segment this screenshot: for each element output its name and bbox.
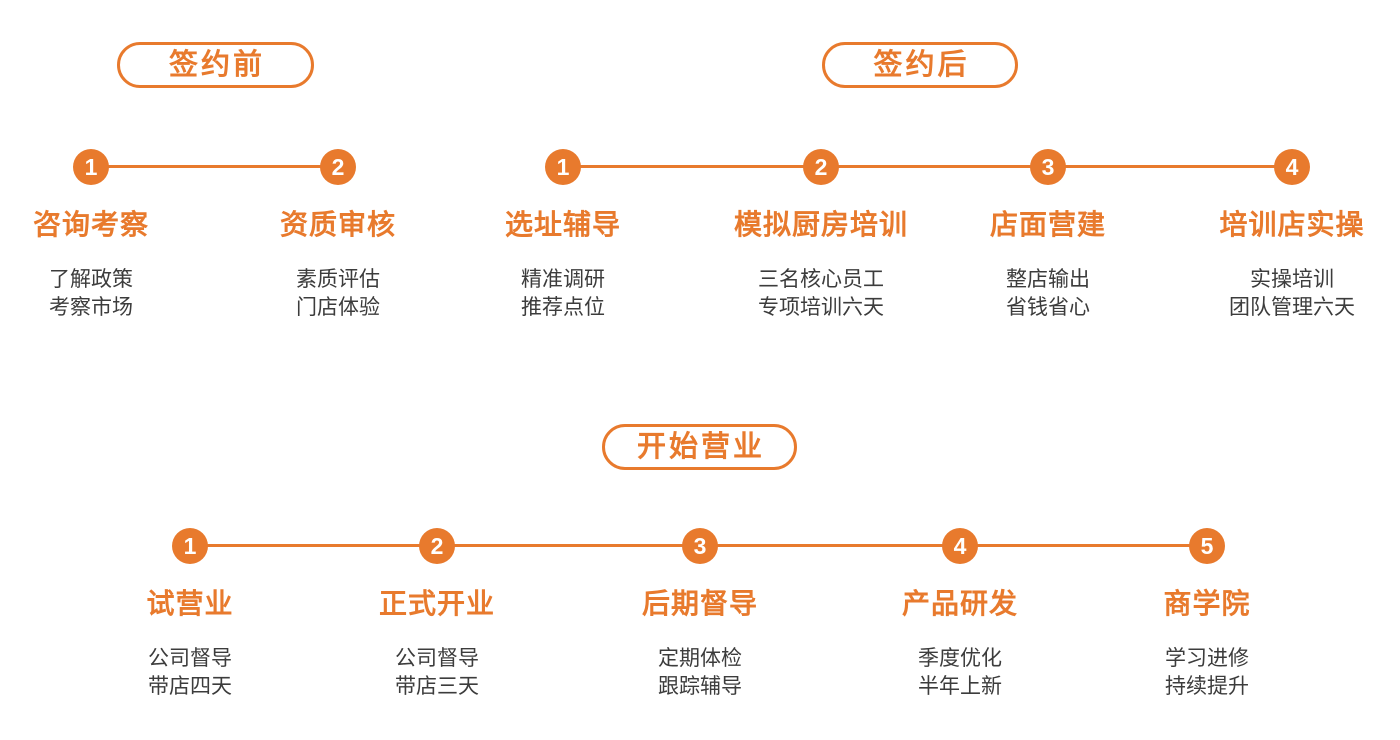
step-number-circle: 2 bbox=[419, 528, 455, 564]
step-description: 整店输出 省钱省心 bbox=[908, 266, 1188, 322]
step-number: 3 bbox=[693, 532, 707, 559]
step-title: 资质审核 bbox=[279, 209, 396, 240]
phase-badge-opening: 开始营业 bbox=[602, 424, 797, 470]
step-number-circle: 3 bbox=[1030, 149, 1066, 185]
step-desc-line: 推荐点位 bbox=[521, 296, 605, 319]
step-title: 商学院 bbox=[1163, 588, 1251, 619]
step-number-circle: 3 bbox=[682, 528, 718, 564]
step-title: 店面营建 bbox=[989, 209, 1106, 240]
step-desc-line: 团队管理六天 bbox=[1229, 296, 1355, 319]
step-desc-line: 带店四天 bbox=[148, 675, 232, 698]
step-number-circle: 4 bbox=[942, 528, 978, 564]
phase-badge-label: 开始营业 bbox=[636, 430, 765, 463]
step-title: 咨询考察 bbox=[32, 209, 149, 240]
step-desc-line: 季度优化 bbox=[918, 647, 1002, 670]
step-description: 素质评估 门店体验 bbox=[198, 266, 478, 322]
step-description: 公司督导 带店四天 bbox=[50, 645, 330, 701]
timeline-line bbox=[563, 165, 1292, 168]
step-desc-line: 三名核心员工 bbox=[758, 268, 884, 291]
step-title: 模拟厨房培训 bbox=[733, 209, 908, 240]
step-later-supervision: 3 后期督导 定期体检 跟踪辅导 bbox=[560, 528, 840, 701]
step-desc-line: 公司督导 bbox=[148, 647, 232, 670]
step-number: 2 bbox=[814, 153, 828, 180]
step-number: 1 bbox=[84, 153, 98, 180]
step-kitchen-training: 2 模拟厨房培训 三名核心员工 专项培训六天 bbox=[681, 149, 961, 322]
step-grand-opening: 2 正式开业 公司督导 带店三天 bbox=[297, 528, 577, 701]
step-desc-line: 素质评估 bbox=[296, 268, 380, 291]
step-title: 产品研发 bbox=[901, 588, 1018, 619]
step-title: 试营业 bbox=[146, 588, 234, 619]
step-site-selection: 1 选址辅导 精准调研 推荐点位 bbox=[423, 149, 703, 322]
phase-badge-label: 签约前 bbox=[168, 48, 265, 81]
step-description: 季度优化 半年上新 bbox=[820, 645, 1100, 701]
step-desc-line: 半年上新 bbox=[918, 675, 1002, 698]
step-desc-line: 带店三天 bbox=[395, 675, 479, 698]
step-description: 精准调研 推荐点位 bbox=[423, 266, 703, 322]
step-description: 了解政策 考察市场 bbox=[0, 266, 231, 322]
step-number-circle: 1 bbox=[545, 149, 581, 185]
step-number: 3 bbox=[1041, 153, 1055, 180]
step-title: 后期督导 bbox=[641, 588, 758, 619]
step-desc-line: 实操培训 bbox=[1250, 268, 1334, 291]
step-training-store-practice: 4 培训店实操 实操培训 团队管理六天 bbox=[1152, 149, 1400, 322]
step-trial-operation: 1 试营业 公司督导 带店四天 bbox=[50, 528, 330, 701]
step-qualification-review: 2 资质审核 素质评估 门店体验 bbox=[198, 149, 478, 322]
step-description: 学习进修 持续提升 bbox=[1067, 645, 1347, 701]
step-number-circle: 1 bbox=[172, 528, 208, 564]
step-business-school: 5 商学院 学习进修 持续提升 bbox=[1067, 528, 1347, 701]
step-desc-line: 专项培训六天 bbox=[758, 296, 884, 319]
step-title: 培训店实操 bbox=[1219, 209, 1365, 240]
step-desc-line: 持续提升 bbox=[1165, 675, 1249, 698]
step-number-circle: 2 bbox=[320, 149, 356, 185]
step-desc-line: 学习进修 bbox=[1165, 647, 1249, 670]
step-number: 4 bbox=[953, 532, 967, 559]
step-description: 定期体检 跟踪辅导 bbox=[560, 645, 840, 701]
phase-badge-post-signing: 签约后 bbox=[822, 42, 1018, 88]
step-number-circle: 4 bbox=[1274, 149, 1310, 185]
step-title: 选址辅导 bbox=[504, 209, 621, 240]
step-desc-line: 定期体检 bbox=[658, 647, 742, 670]
timeline-line bbox=[91, 165, 338, 168]
step-number: 1 bbox=[183, 532, 197, 559]
step-number: 5 bbox=[1200, 532, 1214, 559]
step-number: 4 bbox=[1285, 153, 1299, 180]
step-number-circle: 1 bbox=[73, 149, 109, 185]
step-desc-line: 精准调研 bbox=[521, 268, 605, 291]
step-desc-line: 公司督导 bbox=[395, 647, 479, 670]
step-description: 三名核心员工 专项培训六天 bbox=[681, 266, 961, 322]
step-desc-line: 省钱省心 bbox=[1006, 296, 1090, 319]
step-desc-line: 考察市场 bbox=[49, 296, 133, 319]
step-desc-line: 了解政策 bbox=[49, 268, 133, 291]
phase-badge-label: 签约后 bbox=[873, 48, 970, 81]
step-consult-inspect: 1 咨询考察 了解政策 考察市场 bbox=[0, 149, 231, 322]
step-number-circle: 2 bbox=[803, 149, 839, 185]
step-product-development: 4 产品研发 季度优化 半年上新 bbox=[820, 528, 1100, 701]
step-desc-line: 跟踪辅导 bbox=[658, 675, 742, 698]
step-number: 2 bbox=[430, 532, 444, 559]
step-description: 实操培训 团队管理六天 bbox=[1152, 266, 1400, 322]
phase-badge-pre-signing: 签约前 bbox=[117, 42, 314, 88]
step-number-circle: 5 bbox=[1189, 528, 1225, 564]
step-number: 2 bbox=[331, 153, 345, 180]
step-desc-line: 整店输出 bbox=[1006, 268, 1090, 291]
step-description: 公司督导 带店三天 bbox=[297, 645, 577, 701]
step-store-construction: 3 店面营建 整店输出 省钱省心 bbox=[908, 149, 1188, 322]
step-number: 1 bbox=[556, 153, 570, 180]
step-desc-line: 门店体验 bbox=[296, 296, 380, 319]
step-title: 正式开业 bbox=[378, 588, 495, 619]
